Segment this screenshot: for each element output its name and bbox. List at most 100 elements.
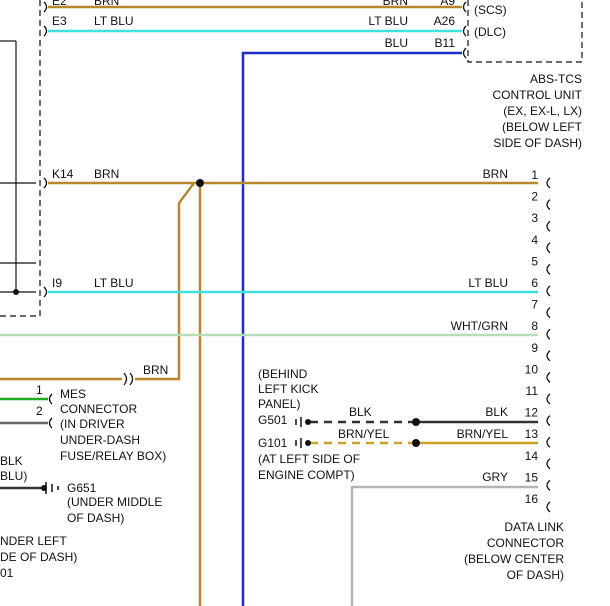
splice-g501 <box>412 418 420 426</box>
pin-b11: B11 <box>435 36 456 50</box>
connector-a9 <box>462 1 467 13</box>
dlc-connector-pin-3 <box>546 220 551 232</box>
dlc-wire-label-12: BLK <box>485 405 508 419</box>
g501-label: G501 <box>258 413 288 427</box>
connector-a26 <box>462 25 467 37</box>
connector-label-dlc: (DLC) <box>474 25 506 39</box>
connector-e2 <box>43 1 48 13</box>
connector-e3 <box>43 25 48 37</box>
g101-label: G101 <box>258 436 288 450</box>
abs-tcs-label-1: ABS-TCS <box>530 72 582 86</box>
splice-left <box>13 289 19 295</box>
dlc-wire-label-6: LT BLU <box>468 276 508 290</box>
dlc-connector-pin-6 <box>546 285 551 297</box>
mes-connector-brn <box>123 372 134 386</box>
dlc-pin-1: 1 <box>531 168 538 182</box>
dlc-label-2: CONNECTOR <box>487 536 564 550</box>
lower-left-text-2: DE OF DASH) <box>0 550 77 564</box>
ground-g501-icon <box>295 417 302 427</box>
connector-b11 <box>462 47 467 59</box>
dlc-connector-pin-13 <box>546 436 551 448</box>
g651-location-2: OF DASH) <box>67 511 124 525</box>
dlc-pin-2: 2 <box>531 190 538 204</box>
dlc-connector-symbols <box>546 177 551 513</box>
pin-e2: E2 <box>52 0 67 8</box>
connector-k14 <box>43 177 48 189</box>
splice-g101 <box>412 439 420 447</box>
dlc-connector-pin-2 <box>546 199 551 211</box>
mes-label-4: UNDER-DASH <box>60 433 140 447</box>
mes-connector-pin2 <box>48 417 53 429</box>
dlc-pin-9: 9 <box>531 341 538 355</box>
wire-gry-pin15 <box>350 485 538 606</box>
dlc-connector-pin-14 <box>546 458 551 470</box>
wire-label-i9: LT BLU <box>94 276 134 290</box>
dlc-connector-pin-16 <box>546 501 551 513</box>
connector-i9 <box>43 286 48 298</box>
g651-wire-1: BLK <box>0 454 23 468</box>
behind-label-1: (BEHIND <box>258 367 308 381</box>
dlc-pin-16: 16 <box>525 492 539 506</box>
wire-label-a26: LT BLU <box>368 14 408 28</box>
g651-label: G651 <box>67 481 97 495</box>
dlc-pin-13: 13 <box>525 427 539 441</box>
dlc-connector-pin-15 <box>546 479 551 491</box>
pin-a9: A9 <box>440 0 455 8</box>
pin-i9: I9 <box>52 276 62 290</box>
dlc-wire-label-13: BRN/YEL <box>457 427 509 441</box>
wire-label-b11: BLU <box>385 36 408 50</box>
splice-k14 <box>196 179 204 187</box>
lower-left-text-1: NDER LEFT <box>0 534 67 548</box>
abs-tcs-label-5: SIDE OF DASH) <box>493 136 582 150</box>
dlc-wire-label-1: BRN <box>483 167 508 181</box>
abs-tcs-label-4: (BELOW LEFT <box>502 120 583 134</box>
dlc-pin-7: 7 <box>531 298 538 312</box>
ground-g501-dot <box>305 419 311 425</box>
dlc-pin-8: 8 <box>531 319 538 333</box>
g101-wire-label: BRN/YEL <box>338 427 390 441</box>
dlc-pin-14: 14 <box>525 449 539 463</box>
dlc-connector-pin-11 <box>546 393 551 405</box>
wire-label-e2: BRN <box>94 0 119 8</box>
dlc-label-1: DATA LINK <box>504 520 564 534</box>
dlc-pin-3: 3 <box>531 211 538 225</box>
dlc-connector-pin-4 <box>546 242 551 254</box>
dlc-wire-label-15: GRY <box>482 470 508 484</box>
mes-label-1: MES <box>60 387 86 401</box>
dlc-connector-pin-12 <box>546 415 551 427</box>
dlc-label-3: (BELOW CENTER <box>464 552 564 566</box>
dlc-connector-pin-10 <box>546 371 551 383</box>
dlc-pin-11: 11 <box>526 384 539 398</box>
lower-left-text-3: 01 <box>0 566 14 580</box>
dlc-wire-label-8: WHT/GRN <box>451 319 508 333</box>
wire-b11-blu <box>241 51 462 606</box>
mes-connector-pin1 <box>48 393 53 405</box>
dlc-connector-pin-9 <box>546 350 551 362</box>
dlc-connector-pin-1 <box>546 177 551 189</box>
abs-tcs-label-3: (EX, EX-L, LX) <box>503 104 582 118</box>
g101-location-2: ENGINE COMPT) <box>258 468 355 482</box>
mes-pin-1: 1 <box>36 383 43 397</box>
g101-location-1: (AT LEFT SIDE OF <box>258 452 360 466</box>
g651-location-1: (UNDER MIDDLE <box>67 495 162 509</box>
wire-label-mes-brn: BRN <box>143 363 168 377</box>
wire-label-a9: BRN <box>383 0 408 8</box>
dlc-pin-15: 15 <box>525 470 539 484</box>
wire-brn-to-mes <box>135 182 195 381</box>
pin-k14: K14 <box>52 167 74 181</box>
abs-tcs-label-2: CONTROL UNIT <box>492 88 582 102</box>
mes-label-2: CONNECTOR <box>60 402 137 416</box>
ground-g651-dot <box>41 485 47 491</box>
abs-tcs-unit-outline <box>467 0 583 63</box>
dlc-pin-5: 5 <box>531 254 538 268</box>
ground-g101-dot <box>305 440 311 446</box>
dlc-pin-6: 6 <box>531 276 538 290</box>
behind-label-3: PANEL) <box>258 397 300 411</box>
dlc-connector-pin-5 <box>546 263 551 275</box>
wire-label-k14: BRN <box>94 167 119 181</box>
wire-label-e3: LT BLU <box>94 14 134 28</box>
behind-label-2: LEFT KICK <box>258 382 318 396</box>
dlc-label-4: OF DASH) <box>507 568 564 582</box>
